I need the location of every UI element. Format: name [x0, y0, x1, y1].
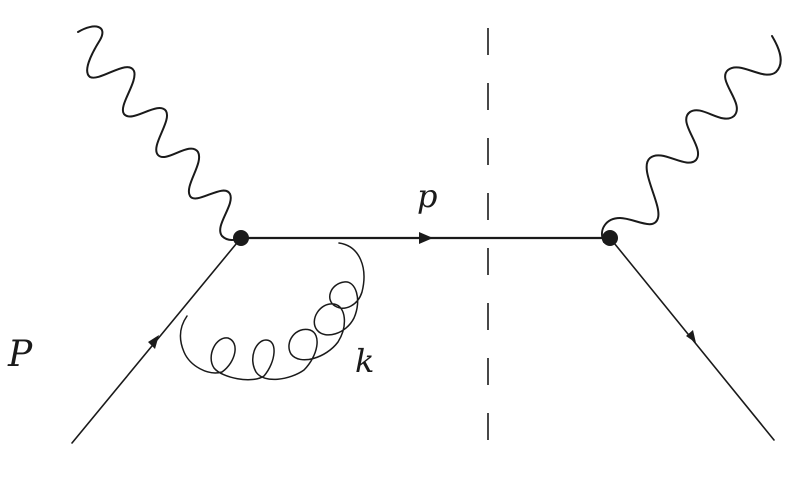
left-photon-line — [77, 25, 242, 241]
momentum-label-p: p — [417, 177, 438, 215]
left-vertex-dot — [233, 230, 249, 246]
momentum-label-P: P — [8, 334, 33, 375]
right-photon-line — [601, 35, 782, 243]
incoming-arrow-icon — [148, 335, 159, 349]
momentum-label-k: k — [355, 342, 375, 380]
right-vertex-dot — [602, 230, 618, 246]
internal-arrow-icon — [419, 232, 433, 244]
outgoing-arrow-icon — [686, 330, 696, 343]
gluon-loop-line — [179, 242, 365, 381]
